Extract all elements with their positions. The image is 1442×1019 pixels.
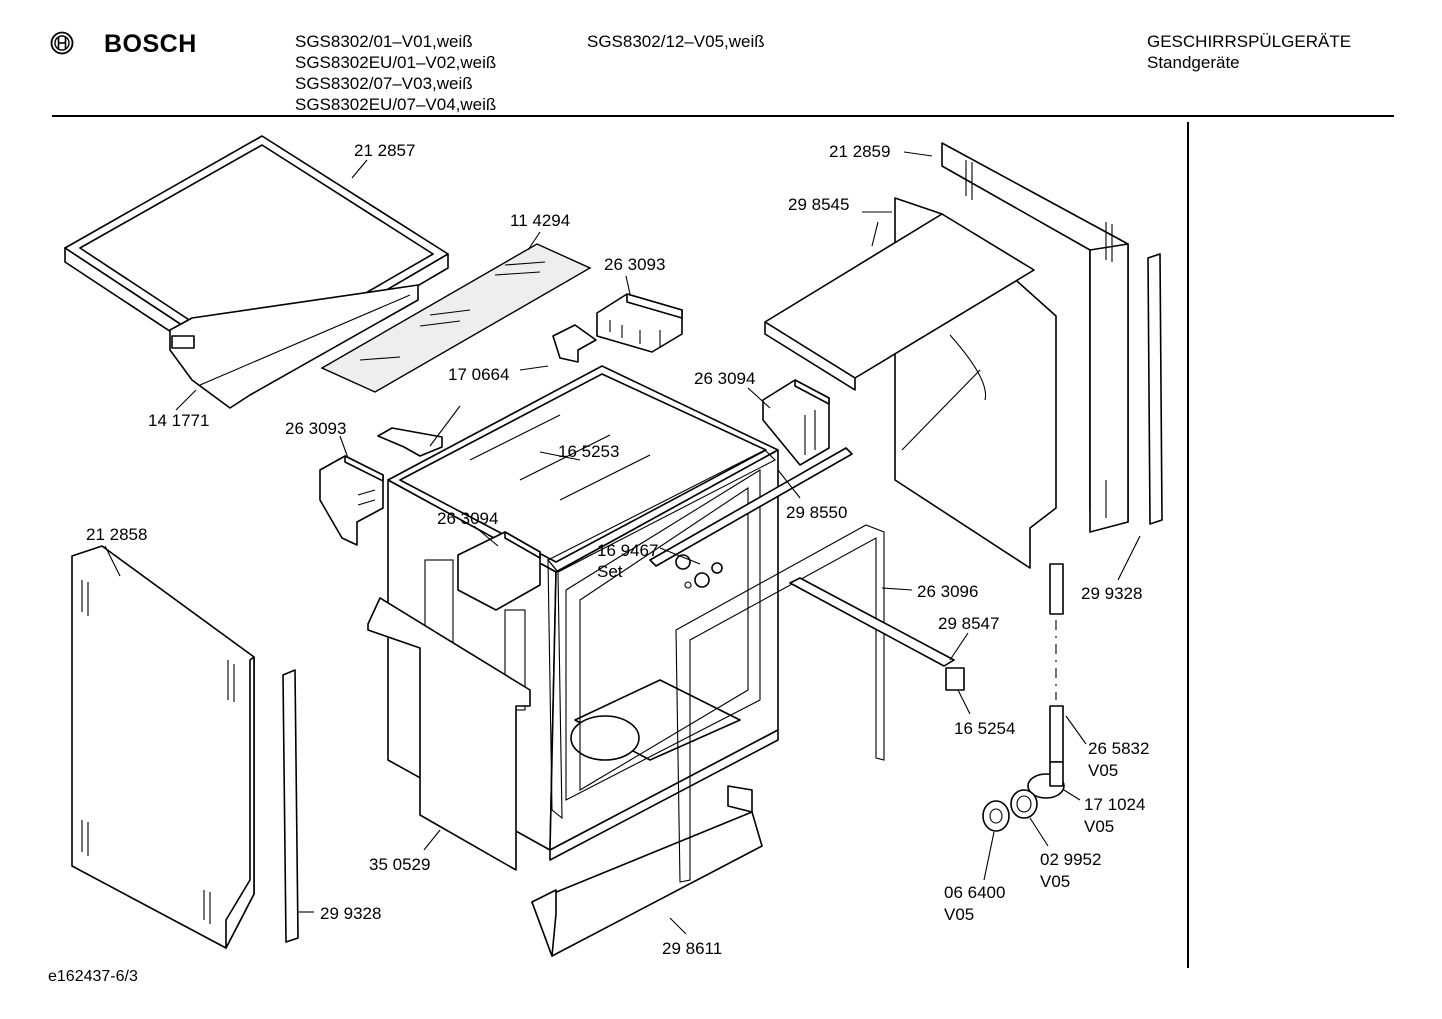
front-panel[interactable] [367, 597, 531, 871]
part-label: 06 6400 [944, 883, 1005, 902]
model-line: SGS8302EU/01–V02,weiß [295, 53, 497, 72]
model-list-secondary: SGS8302/12–V05,weiß [587, 31, 765, 52]
part-label: 29 8550 [786, 503, 847, 522]
part-label: V05 [1084, 817, 1114, 836]
category-block: GESCHIRRSPÜLGERÄTE Standgeräte [1147, 31, 1351, 73]
upper-rail[interactable] [649, 447, 853, 567]
part-label: V05 [944, 905, 974, 924]
drawing-id: e162437-6/3 [48, 968, 138, 985]
clip-housing-upper[interactable] [762, 379, 830, 466]
part-label: 21 2858 [86, 525, 147, 544]
part-label: 26 3093 [285, 419, 346, 438]
model-line: SGS8302EU/07–V04,weiß [295, 95, 497, 114]
part-label: V05 [1088, 761, 1118, 780]
part-label: V05 [1040, 872, 1070, 891]
drain-hose[interactable] [1049, 563, 1064, 763]
header-rule [52, 115, 1394, 117]
part-label: 26 3094 [437, 509, 498, 528]
part-label: 29 9328 [320, 904, 381, 923]
part-label: 35 0529 [369, 855, 430, 874]
plinth-strip[interactable] [531, 785, 763, 957]
model-list-primary: SGS8302/01–V01,weiß SGS8302EU/01–V02,wei… [295, 31, 496, 115]
leader-lines [104, 151, 1141, 935]
part-label: 16 5253 [558, 442, 619, 461]
bracket-plate-upper[interactable] [552, 324, 597, 363]
worktop-cover[interactable] [64, 135, 449, 409]
clip-housing-inner[interactable] [457, 531, 541, 611]
part-label: 26 3096 [917, 582, 978, 601]
part-label: Set [597, 562, 623, 581]
part-label: 26 3093 [604, 255, 665, 274]
insulation-mat[interactable] [320, 243, 592, 393]
sealing-ring[interactable] [1010, 789, 1038, 819]
part-label: 29 9328 [1081, 584, 1142, 603]
category-title: GESCHIRRSPÜLGERÄTE [1147, 32, 1352, 51]
part-label: 21 2859 [829, 142, 890, 161]
part-label: 16 9467 [597, 541, 658, 560]
part-label: 17 1024 [1084, 795, 1145, 814]
bosch-logo-icon [50, 31, 74, 55]
side-panel-right[interactable] [941, 142, 1129, 533]
union-nut[interactable] [982, 800, 1010, 832]
front-frame[interactable] [547, 449, 776, 820]
side-panel-left[interactable] [71, 545, 255, 949]
trim-strip-left[interactable] [282, 669, 299, 943]
bracket-plate-lower[interactable] [377, 427, 443, 457]
category-subtitle: Standgeräte [1147, 53, 1240, 72]
part-label: 29 8545 [788, 195, 849, 214]
model-line: SGS8302/12–V05,weiß [587, 32, 765, 51]
side-rule [1187, 122, 1189, 968]
part-label: 26 5832 [1088, 739, 1149, 758]
trim-strip-right[interactable] [1147, 253, 1163, 525]
model-line: SGS8302/07–V03,weiß [295, 74, 473, 93]
back-panel[interactable] [764, 197, 1057, 569]
part-labels: 21 2857 11 4294 26 3093 17 0664 14 1771 … [86, 141, 1149, 958]
part-label: 16 5254 [954, 719, 1015, 738]
part-label: 14 1771 [148, 411, 209, 430]
hose-elbow[interactable] [1027, 761, 1065, 799]
part-label: 11 4294 [510, 211, 570, 230]
lower-rail[interactable] [789, 577, 965, 691]
part-label: 21 2857 [354, 141, 415, 160]
part-label: 17 0664 [448, 365, 509, 384]
clip-bracket-lower[interactable] [319, 455, 384, 546]
part-label: 29 8547 [938, 614, 999, 633]
part-label: 02 9952 [1040, 850, 1101, 869]
door-seal[interactable] [675, 524, 885, 883]
part-label: 26 3094 [694, 369, 755, 388]
clip-bracket-upper[interactable] [596, 293, 683, 353]
brand-name: BOSCH [104, 30, 197, 58]
model-line: SGS8302/01–V01,weiß [295, 32, 473, 51]
part-label: 29 8611 [662, 939, 722, 958]
